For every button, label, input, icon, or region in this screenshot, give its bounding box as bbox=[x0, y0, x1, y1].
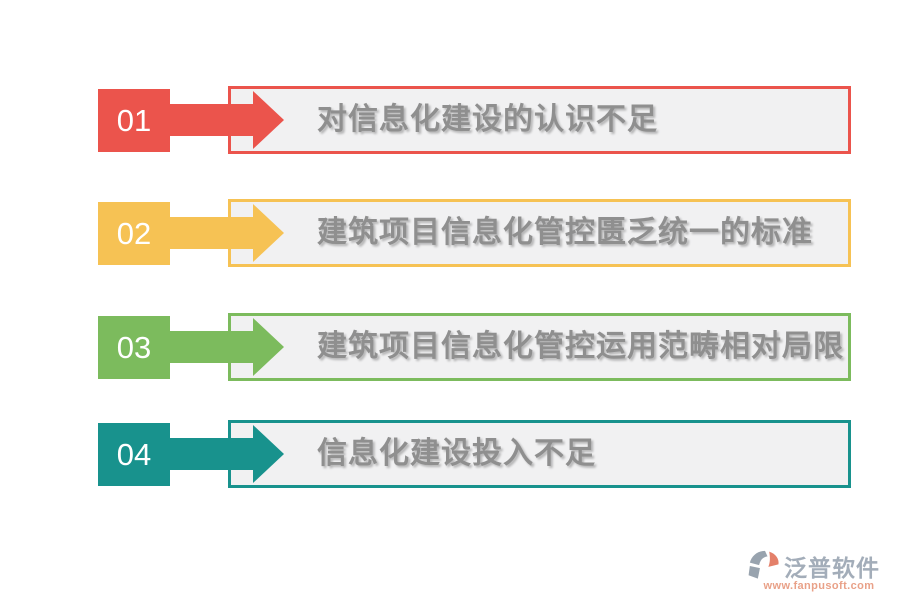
step-number-badge: 02 bbox=[98, 202, 170, 265]
step-number-badge: 04 bbox=[98, 423, 170, 486]
right-arrow-icon bbox=[253, 425, 284, 483]
step-row: 建筑项目信息化管控匮乏统一的标准 02 bbox=[98, 199, 854, 267]
fanpu-logo-icon bbox=[748, 550, 779, 579]
step-box: 对信息化建设的认识不足 bbox=[228, 86, 851, 154]
right-arrow-shaft bbox=[166, 217, 253, 249]
step-box: 建筑项目信息化管控匮乏统一的标准 bbox=[228, 199, 851, 267]
step-label: 对信息化建设的认识不足 bbox=[317, 102, 658, 137]
fanpu-watermark: 泛普软件 www.fanpusoft.com bbox=[748, 549, 890, 592]
step-label: 建筑项目信息化管控匮乏统一的标准 bbox=[317, 215, 813, 250]
step-label: 建筑项目信息化管控运用范畴相对局限 bbox=[317, 329, 844, 364]
right-arrow-icon bbox=[253, 204, 284, 262]
step-box: 信息化建设投入不足 bbox=[228, 420, 851, 488]
brand-name: 泛普软件 bbox=[784, 556, 880, 582]
right-arrow-icon bbox=[253, 318, 284, 376]
step-row: 对信息化建设的认识不足 01 bbox=[98, 86, 854, 154]
step-label: 信息化建设投入不足 bbox=[317, 436, 596, 471]
step-number-badge: 01 bbox=[98, 89, 170, 152]
right-arrow-shaft bbox=[166, 104, 253, 136]
right-arrow-icon bbox=[253, 91, 284, 149]
step-row: 建筑项目信息化管控运用范畴相对局限 03 bbox=[98, 313, 854, 381]
step-row: 信息化建设投入不足 04 bbox=[98, 420, 854, 488]
step-box: 建筑项目信息化管控运用范畴相对局限 bbox=[228, 313, 851, 381]
right-arrow-shaft bbox=[166, 331, 253, 363]
brand-url: www.fanpusoft.com bbox=[763, 580, 875, 592]
right-arrow-shaft bbox=[166, 438, 253, 470]
step-number-badge: 03 bbox=[98, 316, 170, 379]
